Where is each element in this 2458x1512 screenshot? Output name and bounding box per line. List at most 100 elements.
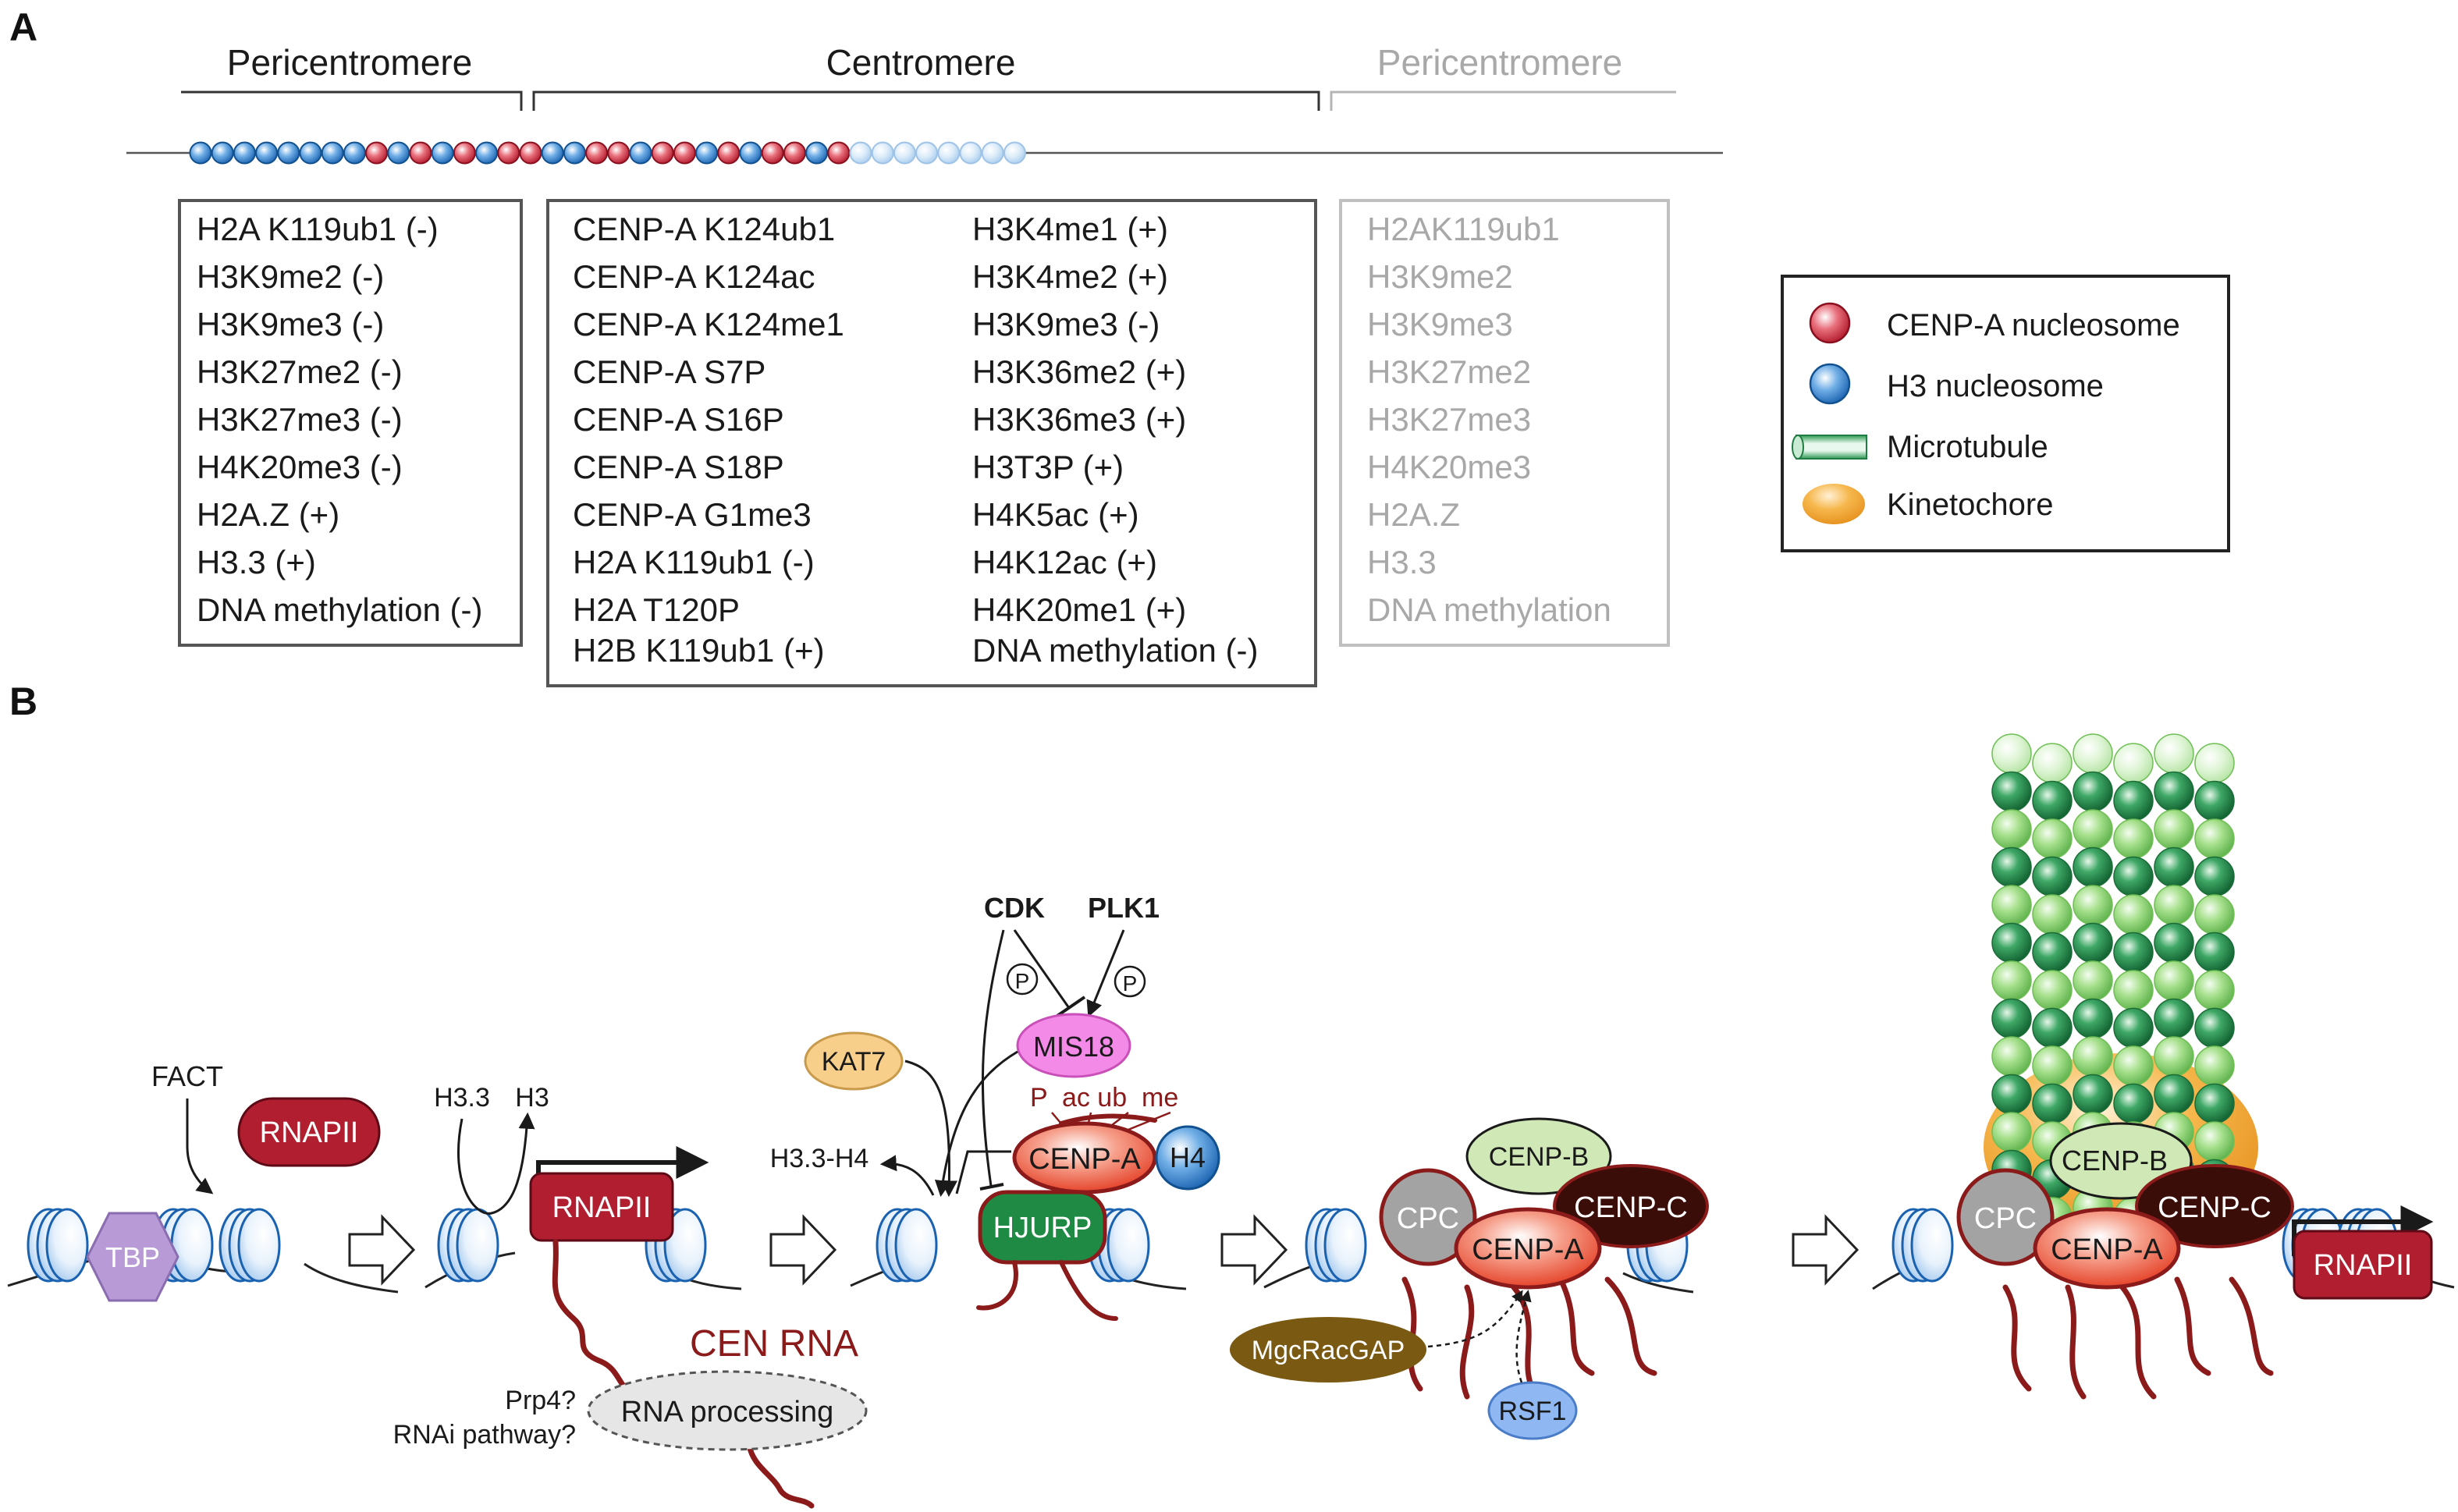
tbp-hexagon [86, 1212, 179, 1302]
nucleosome-h3-11 [431, 141, 454, 165]
cen-col2-mod-7: H4K12ac (+) [972, 544, 1157, 580]
h3-exchange-arrow [457, 1112, 535, 1215]
tubulin-10-0 [1991, 1112, 2032, 1152]
nucleosome-faint-34 [937, 141, 961, 165]
cenpb-label-4: CENP-B [1489, 1142, 1589, 1172]
nucleosome-cenpa-14 [497, 141, 520, 165]
rsf1-label: RSF1 [1499, 1397, 1567, 1426]
tubulin-3-4 [2154, 847, 2194, 888]
mis18-label: MIS18 [1033, 1031, 1114, 1063]
cpc-circle-5 [1956, 1168, 2055, 1266]
bracket-pericentromere-right [1330, 91, 1676, 111]
cen-col2-mod-8: H4K20me1 (+) [972, 591, 1186, 628]
cen-col1-mod-9: H2B K119ub1 (+) [573, 632, 825, 669]
h4-circle [1155, 1125, 1220, 1191]
cenpa-to-hjurp-line [955, 1150, 1011, 1194]
tubulin-6-2 [2073, 960, 2113, 1001]
cen-col2-mod-3: H3K36me2 (+) [972, 353, 1186, 390]
nucleosome-h3-2 [233, 141, 256, 165]
cen-rna-tail [746, 1442, 815, 1509]
nucleosome-stack-2 [218, 1208, 281, 1283]
tubulin-7-4 [2154, 998, 2194, 1039]
peri-right-mod-5: H4K20me3 [1367, 449, 1531, 485]
cenpb-ellipse-4 [1465, 1117, 1612, 1195]
legend-cenpa-nucleosome-swatch [1809, 302, 1851, 344]
nucleosome-h3-0 [189, 141, 212, 165]
cenpc-label-5: CENP-C [2158, 1191, 2272, 1224]
mis18-arrow [934, 1050, 1018, 1198]
peri-left-mod-1: H3K9me2 (-) [197, 258, 384, 295]
nucleosome-h3-3 [255, 141, 279, 165]
peri-left-mod-0: H2A K119ub1 (-) [197, 211, 439, 247]
nucleosome-cenpa-19 [607, 141, 630, 165]
nucleosome-h3-13 [475, 141, 499, 165]
nucleosome-faint-35 [959, 141, 982, 165]
cen-col2-mod-6: H4K5ac (+) [972, 496, 1139, 533]
region-pericentromere-left: Pericentromere [227, 42, 472, 83]
tubulin-0-4 [2154, 733, 2194, 774]
nucleosome-h3-5 [299, 141, 322, 165]
cenpc-ellipse-4 [1553, 1164, 1709, 1248]
nucleosome-h3-6 [321, 141, 344, 165]
peri-right-mod-0: H2AK119ub1 [1367, 211, 1560, 247]
tubulin-3-1 [2032, 856, 2073, 897]
tbp-label: TBP [105, 1241, 160, 1273]
h33h4-label: H3.3-H4 [770, 1144, 869, 1173]
hjurp-label: HJURP [993, 1212, 1092, 1244]
tubulin-7-2 [2073, 998, 2113, 1039]
panel-a-label: A [9, 5, 37, 49]
hjurp-shape [978, 1190, 1107, 1265]
nucleosome-cenpa-8 [365, 141, 389, 165]
mgcracgap-label: MgcRacGAP [1252, 1336, 1405, 1365]
rsf1-dashed-arrow [1515, 1290, 1532, 1383]
nucleosome-cenpa-29 [827, 141, 851, 165]
peri-left-mod-2: H3K9me3 (-) [197, 306, 384, 343]
box-pericentromere-left [178, 199, 523, 647]
phospho-circle-cdk [1006, 963, 1039, 996]
rna-processing-ellipse [587, 1370, 868, 1451]
cpc-label-5: CPC [1974, 1202, 2037, 1235]
kat7-ellipse [804, 1031, 904, 1091]
nucleosome-h3-1 [211, 141, 234, 165]
cenpa-tail [1059, 1113, 1157, 1126]
nucleosome-cenpa-27 [783, 141, 806, 165]
tubulin-1-0 [1991, 771, 2032, 812]
rnai-pathway-label: RNAi pathway? [393, 1420, 576, 1450]
tubulin-1-1 [2032, 780, 2073, 822]
panel-b-label: B [9, 680, 37, 723]
cenpa-mods-label: P ac ub me [1030, 1083, 1178, 1113]
step3: CDK PLK1 P P MIS18 KAT7 H3.3-H4 P ac ub … [770, 892, 1220, 1321]
legend-label-cenpa: CENP-A nucleosome [1887, 308, 2180, 343]
nucleosome-h3-17 [563, 141, 586, 165]
cen-col2-mod-4: H3K36me3 (+) [972, 401, 1186, 438]
cen-rna-tails-5 [2002, 1276, 2274, 1400]
peri-right-mod-7: H3.3 [1367, 544, 1437, 580]
cen-col1-mod-1: CENP-A K124ac [573, 258, 815, 295]
peri-left-mod-8: DNA methylation (-) [197, 591, 482, 628]
kat7-label: KAT7 [822, 1047, 886, 1077]
tubulin-9-4 [2154, 1074, 2194, 1115]
block-arrow-3 [1220, 1214, 1288, 1286]
h4-label: H4 [1170, 1141, 1206, 1173]
tubulin-2-4 [2154, 809, 2194, 850]
cenpa-ellipse-4 [1454, 1207, 1602, 1290]
rsf1-ellipse [1487, 1381, 1578, 1440]
box-pericentromere-right [1339, 199, 1670, 647]
nucleosome-h3-7 [343, 141, 366, 165]
tubulin-0-2 [2073, 733, 2113, 774]
h3-label: H3 [515, 1083, 549, 1113]
peri-left-mod-5: H4K20me3 (-) [197, 449, 403, 485]
cen-col1-mod-4: CENP-A S16P [573, 401, 784, 438]
tubulin-0-1 [2032, 743, 2073, 783]
tubulin-0-3 [2113, 743, 2154, 783]
tubulin-10-5 [2194, 1121, 2235, 1162]
cenpa-label-3: CENP-A [1028, 1143, 1141, 1176]
tubulin-8-0 [1991, 1036, 2032, 1077]
cen-col1-mod-8: H2A T120P [573, 591, 740, 628]
phospho-label-plk1: P [1123, 971, 1138, 996]
tubulin-2-2 [2073, 809, 2113, 850]
cen-col1-mod-3: CENP-A S7P [573, 353, 765, 390]
rnapii-pill-2 [529, 1172, 674, 1242]
peri-right-mod-4: H3K27me3 [1367, 401, 1531, 438]
tubulin-7-0 [1991, 998, 2032, 1039]
